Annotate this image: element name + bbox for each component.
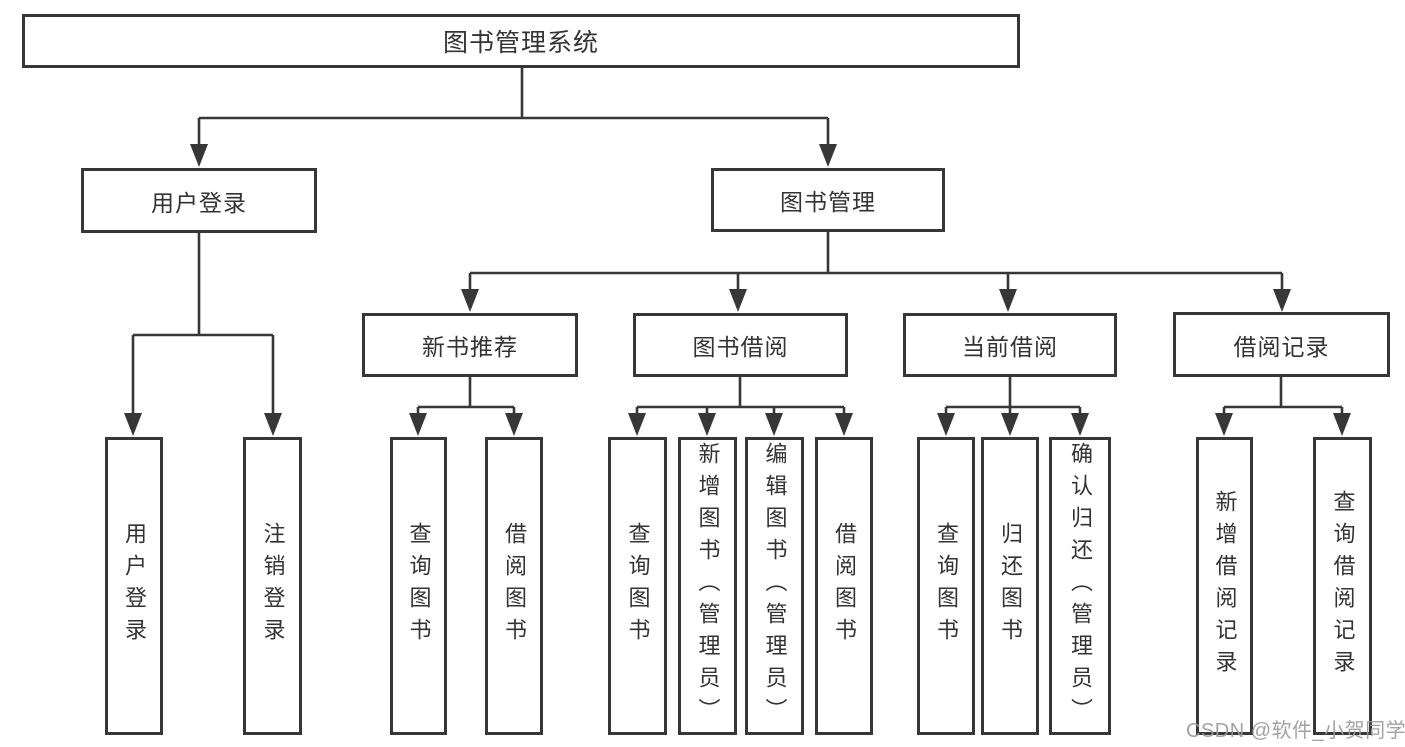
leaf-logout-label: 注销登录	[260, 522, 286, 650]
leaf-borrow-book-1-label: 借阅图书	[502, 522, 527, 650]
leaf-borrow-book-2: 借阅图书	[815, 437, 873, 735]
leaf-user-login: 用户登录	[105, 437, 163, 735]
node-book-management: 图书管理	[711, 168, 945, 232]
node-new-book-recommend-label: 新书推荐	[422, 334, 518, 360]
node-library-system-label: 图书管理系统	[442, 29, 599, 57]
node-current-borrow-label: 当前借阅	[962, 334, 1058, 360]
csdn-watermark: CSDN @软件_小贺同学	[1186, 720, 1405, 742]
leaf-add-borrow-record-label: 新增借阅记录	[1212, 490, 1238, 682]
leaf-query-book-3: 查询图书	[917, 437, 975, 735]
leaf-return-book: 归还图书	[981, 437, 1039, 735]
leaf-edit-book-admin: 编辑图书（管理员）	[745, 437, 804, 735]
leaf-borrow-book-2-label: 借阅图书	[832, 522, 857, 650]
leaf-logout: 注销登录	[243, 437, 302, 735]
leaf-query-book-2: 查询图书	[608, 437, 667, 735]
node-book-management-label: 图书管理	[780, 189, 876, 215]
leaf-query-borrow-record-label: 查询借阅记录	[1330, 490, 1356, 682]
leaf-query-book-2-label: 查询图书	[625, 522, 651, 650]
leaf-edit-book-admin-label: 编辑图书（管理员）	[762, 442, 788, 730]
node-library-system: 图书管理系统	[22, 14, 1020, 68]
node-current-borrow: 当前借阅	[903, 313, 1117, 377]
leaf-confirm-return-admin-label: 确认归还（管理员）	[1068, 442, 1093, 730]
node-borrow-record-label: 借阅记录	[1233, 333, 1330, 360]
leaf-add-book-admin: 新增图书（管理员）	[678, 437, 737, 735]
leaf-confirm-return-admin: 确认归还（管理员）	[1049, 437, 1111, 735]
arrowheads	[124, 144, 1351, 436]
node-new-book-recommend: 新书推荐	[362, 313, 578, 377]
leaf-return-book-label: 归还图书	[998, 522, 1023, 650]
node-book-borrow-label: 图书借阅	[692, 334, 789, 360]
leaf-query-borrow-record: 查询借阅记录	[1313, 437, 1372, 735]
leaf-add-book-admin-label: 新增图书（管理员）	[695, 442, 721, 730]
node-user-login: 用户登录	[81, 168, 317, 233]
node-book-borrow: 图书借阅	[633, 313, 848, 377]
leaf-query-book-1: 查询图书	[390, 437, 447, 735]
leaf-user-login-label: 用户登录	[122, 522, 147, 650]
leaf-borrow-book-1: 借阅图书	[485, 437, 543, 735]
leaf-query-book-1-label: 查询图书	[406, 522, 432, 650]
node-borrow-record: 借阅记录	[1173, 312, 1390, 377]
node-user-login-label: 用户登录	[151, 189, 247, 216]
leaf-add-borrow-record: 新增借阅记录	[1196, 437, 1253, 735]
leaf-query-book-3-label: 查询图书	[934, 522, 959, 650]
